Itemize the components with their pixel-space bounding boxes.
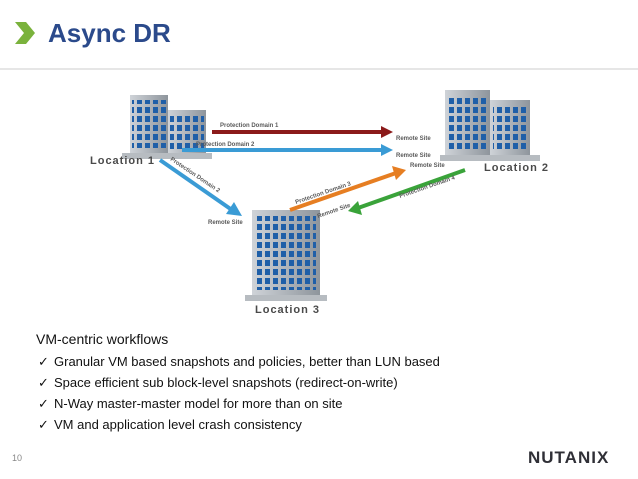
building-location-3 xyxy=(245,210,327,301)
bullet-item: ✓N-Way master-master model for more than… xyxy=(38,396,343,411)
dr-diagram: Protection Domain 1 Protection Domain 2 … xyxy=(122,90,540,301)
slide-title: Async DR xyxy=(48,18,171,48)
building-location-1 xyxy=(122,95,212,159)
remote-site-label: Remote Site xyxy=(396,136,431,142)
arrow-label-pd3: Protection Domain 3 xyxy=(295,181,353,206)
location-2-label: Location 2 xyxy=(484,162,550,174)
building-location-2 xyxy=(440,90,540,161)
check-icon: ✓ xyxy=(38,354,49,369)
nutanix-logo: NUTANIX xyxy=(528,448,610,467)
arrow-label-pd4: Protection Domain 4 xyxy=(399,175,457,200)
arrow-pd2-diag xyxy=(158,158,242,216)
remote-site-label: Remote Site xyxy=(410,163,445,169)
location-3-label: Location 3 xyxy=(255,304,321,316)
remote-site-label: Remote Site xyxy=(208,220,243,226)
remote-site-label: Remote Site xyxy=(396,153,431,159)
arrow-pd1 xyxy=(212,126,393,138)
remote-site-label: Remote Site xyxy=(317,203,352,220)
arrow-label-pd1: Protection Domain 1 xyxy=(220,123,279,129)
arrow-label-pd2-top: Protection Domain 2 xyxy=(196,142,255,148)
arrow-pd2-top xyxy=(182,144,393,156)
arrow-pd3 xyxy=(289,166,406,212)
bullet-item: ✓Space efficient sub block-level snapsho… xyxy=(38,375,398,390)
slide-header: Async DR xyxy=(0,0,638,66)
bullet-item: ✓Granular VM based snapshots and policie… xyxy=(38,354,440,369)
arrow-pd4 xyxy=(348,168,466,215)
bullet-item: ✓VM and application level crash consiste… xyxy=(38,417,302,432)
chevron-right-icon xyxy=(15,22,35,44)
page-number: 10 xyxy=(12,453,23,463)
arrow-label-pd2-diag: Protection Domain 2 xyxy=(169,157,221,195)
content-heading: VM-centric workflows xyxy=(36,331,169,347)
check-icon: ✓ xyxy=(38,396,49,411)
check-icon: ✓ xyxy=(38,417,49,432)
location-1-label: Location 1 xyxy=(90,155,156,167)
header-divider xyxy=(0,68,638,70)
check-icon: ✓ xyxy=(38,375,49,390)
